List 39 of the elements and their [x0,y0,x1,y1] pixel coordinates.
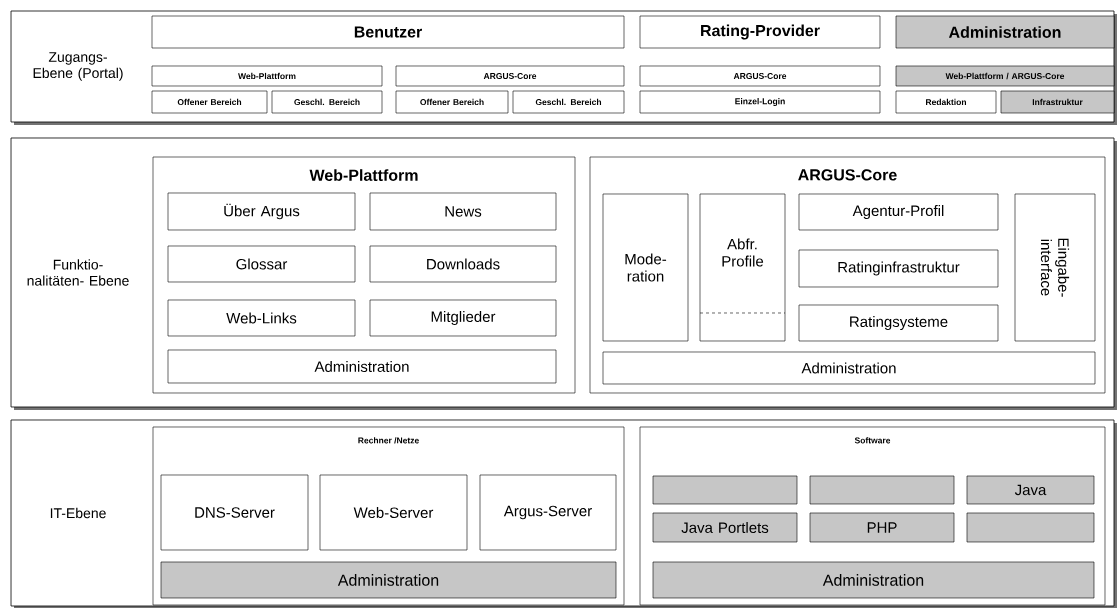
module-box: Geschl. Bereich [271,90,383,114]
module-box: PHP [809,512,955,543]
module-box: Argus-Server [479,474,617,551]
module-box [652,475,798,505]
module-box: Glossar [167,245,356,283]
module-box: Offener Bereich [151,90,268,114]
module-box: Ratinginfrastruktur [798,249,999,288]
module-box: News [369,192,557,231]
module-box: Eingabe- interface [1014,193,1096,342]
module-box: Ratingsysteme [798,304,999,342]
module-box: Abfr. Profile [699,193,786,342]
module-box: Benutzer [151,15,625,49]
module-box: ARGUS-Core [639,65,881,87]
module-box: Downloads [369,245,557,283]
module-box [966,512,1095,543]
module-box: Mode- ration [602,193,689,342]
module-box: Administration [160,561,617,599]
module-box [809,475,955,505]
module-box: Web-Links [167,299,356,337]
module-box: Web-Plattform / ARGUS-Core [895,65,1115,87]
module-box: Offener Bereich [395,90,509,114]
module-box: Java [966,475,1095,505]
module-box: Agentur-Profil [798,193,999,231]
module-box: Administration [652,561,1095,599]
module-box: Über Argus [167,192,356,231]
module-box: Rating-Provider [639,15,881,49]
module-box: Einzel-Login [639,90,881,114]
module-box: Geschl. Bereich [512,90,625,114]
module-box: Mitglieder [369,299,557,337]
module-box: Redaktion [895,90,997,114]
module-box: Web-Plattform [151,65,383,87]
module-box: Administration [167,349,557,384]
module-box: Administration [895,15,1115,49]
module-box: Administration [602,351,1096,385]
module-box: Infrastruktur [1000,90,1115,114]
module-box: Java Portlets [652,512,798,543]
module-box: DNS-Server [160,474,309,551]
module-box: ARGUS-Core [395,65,625,87]
module-box: Web-Server [319,474,468,551]
